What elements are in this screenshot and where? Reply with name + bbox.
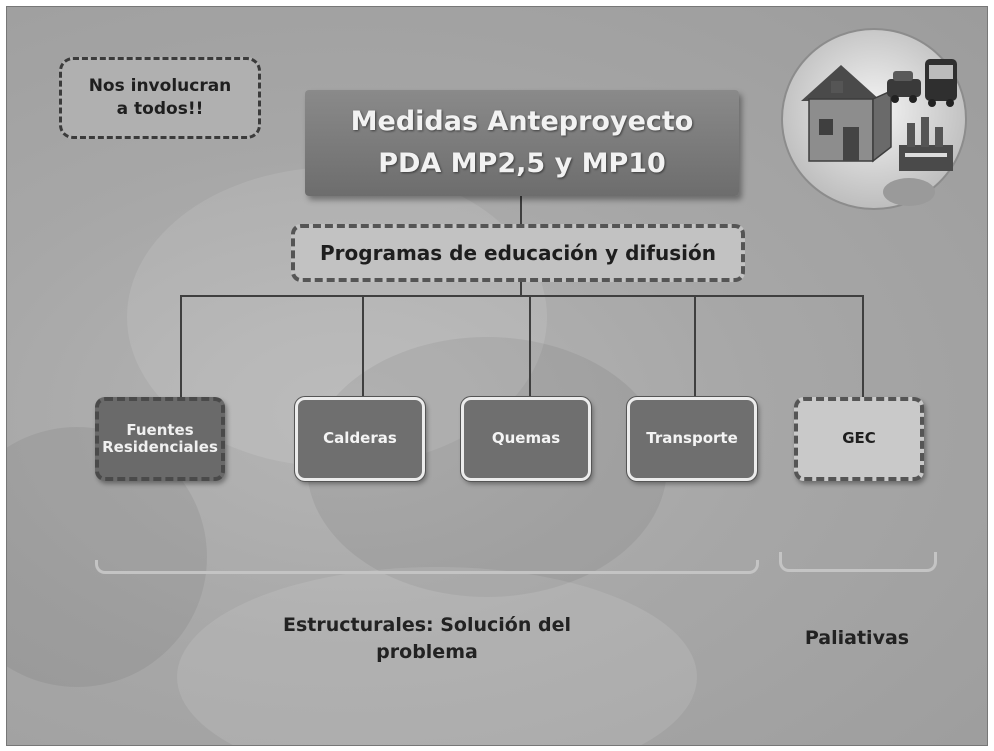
program-box: Programas de educación y difusión	[291, 224, 745, 282]
caption-structural: Estructurales: Solución del problema	[283, 614, 571, 663]
node-quemas: Quemas	[460, 396, 592, 482]
connector-main-to-program	[520, 196, 522, 224]
connector-program-to-bus	[520, 282, 522, 296]
slide: Nos involucran a todos!! Medidas Antepro…	[6, 6, 988, 746]
connector-drop	[529, 295, 531, 397]
smoke-cloud-icon	[883, 178, 935, 206]
node-calderas: Calderas	[294, 396, 426, 482]
node-gec: GEC	[794, 397, 924, 481]
node-transporte: Transporte	[626, 396, 758, 482]
factory-icon	[899, 117, 953, 171]
bus-icon	[925, 59, 957, 107]
car-icon	[887, 71, 921, 103]
bracket-structural	[95, 560, 759, 574]
pollution-sources-illustration	[781, 28, 967, 210]
callout-box: Nos involucran a todos!!	[59, 57, 261, 139]
connector-drop	[694, 295, 696, 397]
node-fuentes-residenciales: Fuentes Residenciales	[95, 397, 225, 481]
main-title-line1: Medidas Anteproyecto	[350, 106, 694, 138]
bracket-palliative	[779, 552, 937, 572]
connector-drop	[180, 295, 182, 397]
connector-drop	[362, 295, 364, 397]
main-title-line2: PDA MP2,5 y MP10	[378, 148, 666, 179]
connector-drop	[862, 295, 864, 397]
main-title-box: Medidas Anteproyecto PDA MP2,5 y MP10	[305, 90, 739, 196]
house-icon	[801, 65, 892, 163]
caption-palliative: Paliativas	[804, 627, 910, 649]
map-blob	[177, 567, 697, 745]
connector-bus	[180, 295, 864, 297]
